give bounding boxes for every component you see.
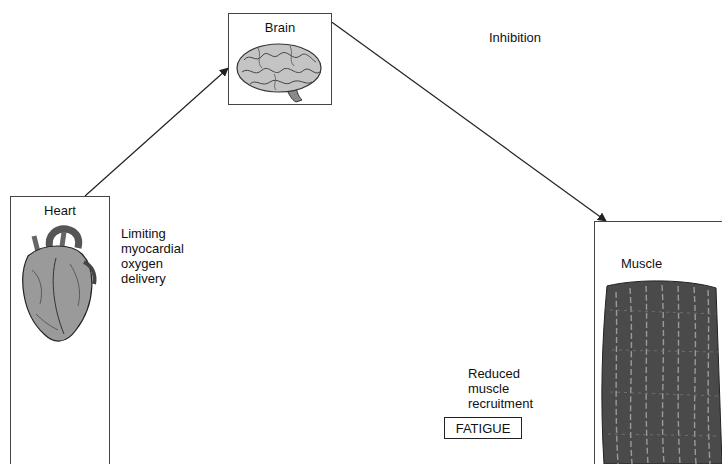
vessel	[84, 262, 95, 284]
muscle-fibres	[616, 285, 710, 464]
heart-body	[23, 246, 92, 341]
heart-vessel	[32, 264, 80, 330]
node-title: Muscle	[621, 256, 722, 271]
brain-fold	[250, 80, 312, 84]
muscle-body	[602, 281, 722, 464]
brain-fold	[258, 46, 294, 90]
brain-fold	[242, 68, 320, 73]
node-title: Brain	[229, 20, 331, 35]
node-title: Heart	[11, 203, 109, 218]
heart-picture	[23, 229, 95, 341]
organ-box: Heart	[10, 196, 110, 464]
node-title: FATIGUE	[456, 421, 511, 436]
heart-groove	[53, 258, 64, 334]
brain-fold	[244, 52, 316, 62]
edge-label: Inhibition	[487, 30, 543, 45]
annotation-label: Reduced muscle recruitment	[468, 366, 554, 411]
muscle-texture	[608, 310, 720, 436]
fatigue-box: FATIGUE	[444, 417, 522, 439]
organ-box: Muscle	[594, 221, 722, 464]
arrow-connector	[332, 22, 606, 221]
organ-box: Brain	[228, 13, 332, 105]
brain-outline	[237, 44, 321, 92]
brain-picture	[237, 44, 321, 102]
muscle-picture	[602, 281, 722, 464]
annotation-label: Limiting myocardial oxygen delivery	[121, 226, 203, 286]
arrow-connector	[85, 68, 228, 196]
